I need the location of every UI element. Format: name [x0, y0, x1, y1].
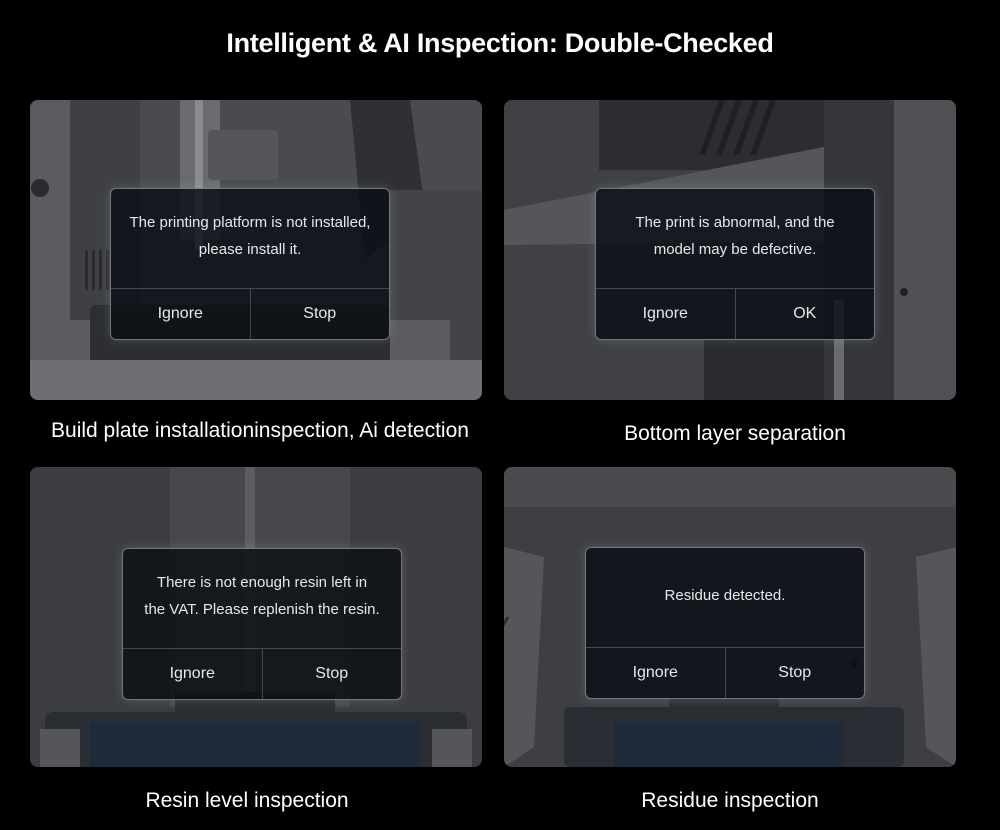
- dialog-buttons: Ignore Stop: [586, 647, 864, 698]
- ignore-button[interactable]: Ignore: [169, 665, 215, 682]
- message-line-1: The print is abnormal, and the: [635, 214, 835, 231]
- stop-button[interactable]: Stop: [249, 289, 390, 339]
- dialog-message: Residue detected.: [586, 548, 864, 642]
- message-line-2: the VAT. Please replenish the resin.: [144, 601, 380, 618]
- dialog-buttons: Ignore Stop: [111, 288, 389, 339]
- caption-residue: Residue inspection: [641, 789, 819, 812]
- dialog-message: There is not enough resin left in the VAT…: [123, 549, 401, 643]
- alert-dialog: The print is abnormal, and the model may …: [595, 188, 875, 340]
- alert-dialog: The printing platform is not installed, p…: [110, 188, 390, 340]
- dialog-message: The print is abnormal, and the model may …: [596, 189, 874, 283]
- message-line-2: model may be defective.: [653, 241, 817, 258]
- panel-build-plate: The printing platform is not installed, p…: [30, 100, 482, 400]
- message-line-1: Residue detected.: [664, 586, 786, 604]
- caption-build-plate: Build plate installationinspection, Ai d…: [51, 419, 469, 442]
- stop-button[interactable]: Stop: [261, 649, 402, 699]
- ignore-button[interactable]: Ignore: [632, 664, 678, 681]
- stop-button[interactable]: Stop: [724, 648, 865, 698]
- page-title: Intelligent & AI Inspection: Double-Chec…: [226, 28, 774, 58]
- dialog-buttons: Ignore Stop: [123, 648, 401, 699]
- dialog-message: The printing platform is not installed, p…: [111, 189, 389, 283]
- dialog-buttons: Ignore OK: [596, 288, 874, 339]
- message-line-1: There is not enough resin left in: [156, 574, 368, 591]
- panel-bottom-layer: The print is abnormal, and the model may …: [504, 100, 956, 400]
- ok-button[interactable]: OK: [734, 289, 875, 339]
- alert-dialog: There is not enough resin left in the VAT…: [122, 548, 402, 700]
- panel-resin-level: There is not enough resin left in the VAT…: [30, 467, 482, 767]
- message-line-1: The printing platform is not installed,: [129, 214, 371, 231]
- message-line-2: please install it.: [198, 241, 302, 258]
- alert-dialog: Residue detected. Ignore Stop: [585, 547, 865, 699]
- ignore-button[interactable]: Ignore: [642, 305, 688, 322]
- caption-bottom-layer: Bottom layer separation: [624, 422, 846, 445]
- ignore-button[interactable]: Ignore: [157, 305, 203, 322]
- caption-resin-level: Resin level inspection: [145, 789, 349, 812]
- printer-scene-build-plate: [30, 100, 482, 400]
- panel-residue: Residue detected. Ignore Stop: [504, 467, 956, 767]
